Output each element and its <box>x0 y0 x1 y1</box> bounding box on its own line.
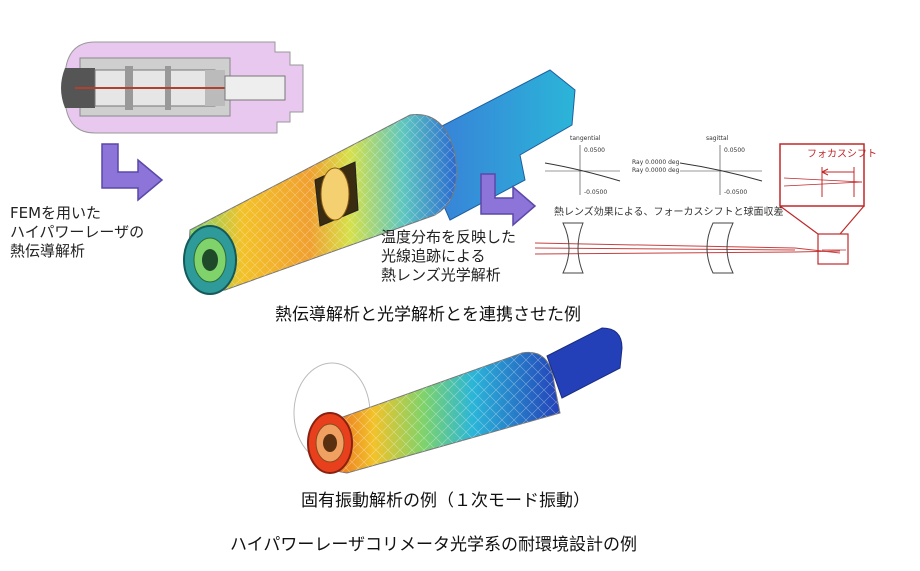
thermal-fem-model <box>183 69 576 295</box>
caption-vibration-analysis: 固有振動解析の例（１次モード振動） <box>301 491 590 511</box>
plot-right-top: 0.0500 <box>724 147 745 154</box>
page-title: ハイパワーレーザコリメータ光学系の耐環境設計の例 <box>230 535 637 555</box>
ray-label-line3: 熱レンズ光学解析 <box>381 266 501 284</box>
collimator-cross-section <box>61 41 304 134</box>
plot-left-top: 0.0500 <box>584 147 605 154</box>
plot-left-title: tangential <box>570 135 601 142</box>
fem-label-line2: ハイパワーレーザの <box>10 223 145 241</box>
arrow-down-right-icon <box>101 143 164 202</box>
fem-label-line1: FEMを用いた <box>10 204 102 222</box>
arrow-down-right-icon-2 <box>480 173 537 227</box>
plot-left-bottom: -0.0500 <box>584 189 608 196</box>
ray-label-line2: 光線追跡による <box>381 247 486 265</box>
focus-shift-label: フォカスシフト <box>807 149 877 160</box>
plot-right-bottom: -0.0500 <box>724 189 748 196</box>
vibration-mode-model <box>293 327 623 474</box>
ray-label-line1: 温度分布を反映した <box>381 228 517 246</box>
fem-label-line3: 熱伝導解析 <box>10 242 86 260</box>
plot-right-title: sagittal <box>706 135 729 142</box>
ray-fan-plots: tangential sagittal 0.0500 -0.0500 0.050… <box>540 135 770 220</box>
caption-coupled-analysis: 熱伝導解析と光学解析とを連携させた例 <box>275 305 581 325</box>
plot-caption: 熱レンズ効果による、フォーカスシフトと球面収差 <box>554 207 784 218</box>
plot-mid-line2: Ray 0.0000 deg <box>632 167 680 174</box>
focus-shift-panel <box>779 143 865 265</box>
plot-mid-line1: Ray 0.0000 deg <box>632 159 680 166</box>
